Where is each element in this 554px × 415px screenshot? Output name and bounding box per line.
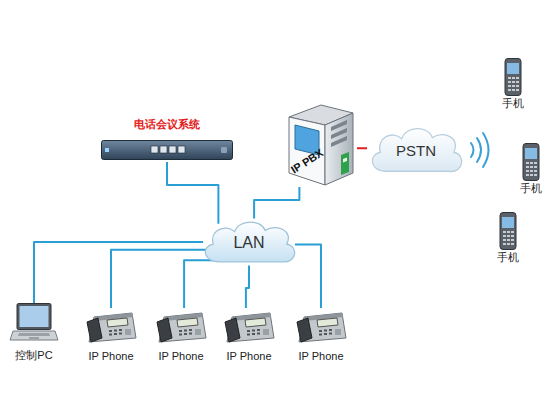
- node-label: IP Phone: [218, 348, 280, 364]
- ipphone-icon: [223, 308, 275, 344]
- laptop-icon: [10, 303, 58, 343]
- node-label: 电话会议系统: [100, 114, 234, 134]
- ipphone-icon: [295, 308, 347, 344]
- network-link: [295, 245, 321, 308]
- node-label: 手机: [495, 96, 531, 110]
- ipphone-icon: [155, 308, 207, 344]
- node-label: 控制PC: [4, 347, 64, 363]
- node-label: IP Phone: [150, 348, 212, 364]
- mobile-icon: [503, 58, 523, 96]
- network-link: [246, 265, 249, 308]
- node-label: IP Phone: [290, 348, 352, 364]
- pstn-cloud: PSTN: [365, 122, 467, 178]
- lan-cloud: LAN: [198, 216, 300, 268]
- mobile-icon: [498, 212, 518, 250]
- node-label: PSTN: [365, 138, 467, 164]
- network-link: [167, 162, 218, 224]
- network-link: [34, 242, 203, 303]
- ip-phone: IP Phone: [218, 308, 280, 364]
- network-link: [111, 250, 206, 308]
- wave-arc: [471, 143, 474, 157]
- node-label: LAN: [198, 230, 300, 256]
- conf-icon: [101, 140, 233, 160]
- network-link: [184, 260, 218, 308]
- control-pc: 控制PC: [4, 303, 64, 363]
- wave-arc: [477, 138, 481, 162]
- network-link: [357, 147, 367, 149]
- node-label: 手机: [513, 181, 549, 195]
- conference-device: 电话会议系统: [100, 114, 234, 162]
- wave-arc: [483, 133, 489, 167]
- node-label: 手机: [490, 250, 526, 264]
- ip-phone: IP Phone: [290, 308, 352, 364]
- ip-phone: IP Phone: [80, 308, 142, 364]
- mobile-phone: 手机: [513, 143, 549, 195]
- network-link: [254, 187, 299, 219]
- mobile-phone: 手机: [490, 212, 526, 264]
- node-label: IP Phone: [80, 348, 142, 364]
- ipphone-icon: [85, 308, 137, 344]
- ip-pbx-server: IP PBX: [285, 95, 357, 187]
- mobile-icon: [521, 143, 541, 181]
- ip-phone: IP Phone: [150, 308, 212, 364]
- mobile-phone: 手机: [495, 58, 531, 110]
